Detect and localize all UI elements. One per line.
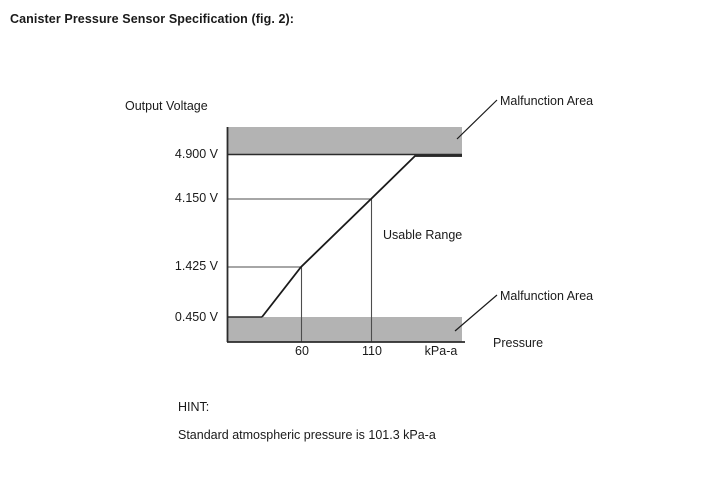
x-axis-title: Pressure bbox=[493, 336, 544, 350]
annotation-malfunction-area-upper: Malfunction Area bbox=[500, 94, 594, 108]
malfunction-band-upper bbox=[227, 127, 462, 154]
leader-line-malfunction-upper bbox=[456, 99, 498, 140]
y-tick-label-1425v: 1.425 V bbox=[174, 259, 218, 273]
page-title: Canister Pressure Sensor Specification (… bbox=[10, 12, 295, 26]
hint-label: HINT: bbox=[178, 400, 210, 414]
x-axis-unit-label: kPa-a bbox=[424, 344, 458, 358]
y-tick-label-4900v: 4.900 V bbox=[174, 147, 218, 161]
leader-line-malfunction-lower bbox=[454, 294, 498, 332]
transfer-characteristic-curve bbox=[261, 155, 462, 318]
hint-text: Standard atmospheric pressure is 101.3 k… bbox=[178, 428, 436, 442]
annotation-malfunction-area-lower: Malfunction Area bbox=[500, 289, 594, 303]
y-tick-label-4150v: 4.150 V bbox=[174, 191, 218, 205]
annotation-usable-range: Usable Range bbox=[383, 228, 463, 242]
y-axis-title: Output Voltage bbox=[125, 99, 208, 113]
malfunction-band-lower bbox=[227, 317, 462, 342]
y-tick-label-0450v: 0.450 V bbox=[174, 310, 218, 324]
x-tick-label-60: 60 bbox=[295, 344, 309, 358]
x-tick-label-110: 110 bbox=[362, 344, 382, 358]
